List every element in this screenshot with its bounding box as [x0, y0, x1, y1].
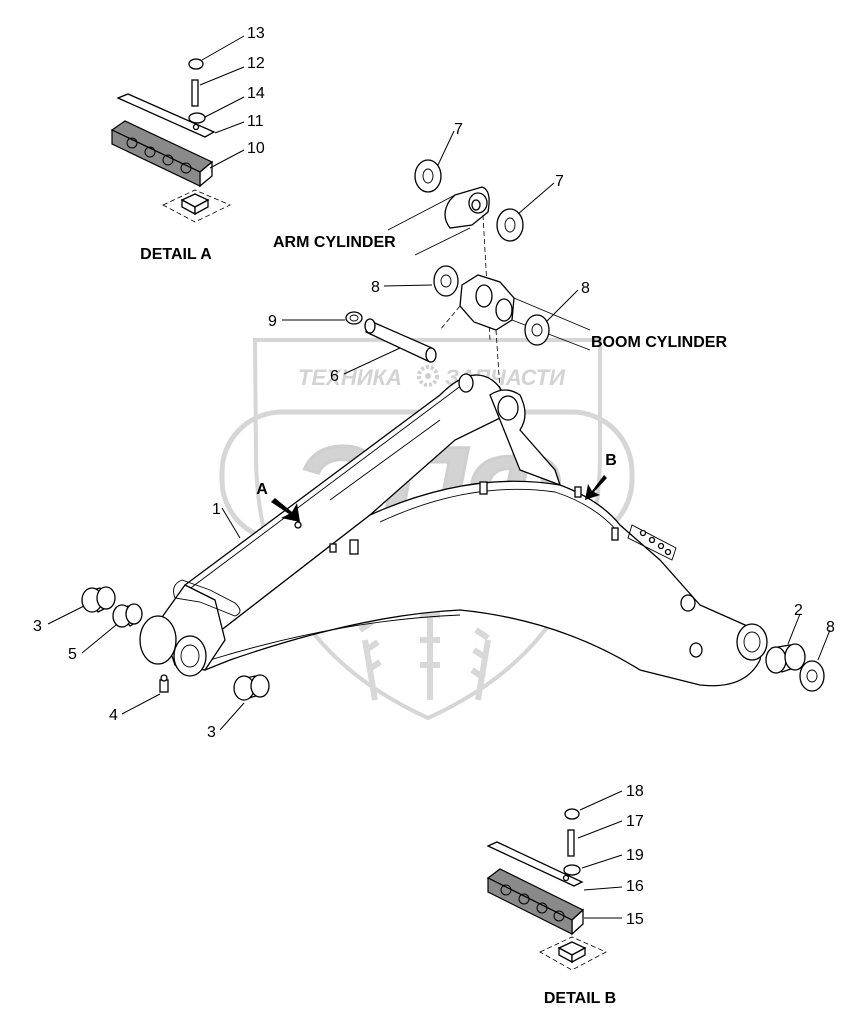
arrow-a: A	[256, 481, 300, 522]
callout-numbers: 13 12 14 11 10 7 7 8 8 9 6 1 2 8 3 5 4 3…	[33, 25, 835, 928]
detail-b-caption: DETAIL B	[544, 990, 616, 1007]
callout-15: 15	[626, 911, 644, 928]
bushings-left	[81, 586, 270, 701]
callout-8-upper: 8	[371, 279, 380, 296]
detail-a-caption: DETAIL A	[140, 246, 212, 263]
callout-13: 13	[247, 25, 265, 42]
arrow-b-label: B	[605, 452, 617, 469]
bushings-right	[765, 643, 825, 692]
callout-8-far-right: 8	[826, 619, 835, 636]
callout-7-lower: 7	[555, 173, 564, 190]
detail-a	[110, 58, 231, 223]
callout-3-bottom: 3	[207, 724, 216, 741]
arm-cylinder-label: ARM CYLINDER	[273, 234, 396, 251]
callout-3-left: 3	[33, 618, 42, 635]
gear-icon	[417, 365, 439, 387]
pin-assembly	[345, 159, 591, 391]
watermark-left-word: ТЕХНИКА	[298, 365, 402, 390]
callout-16: 16	[626, 878, 644, 895]
callout-10: 10	[247, 140, 265, 157]
boom-cylinder-label: BOOM CYLINDER	[591, 334, 727, 351]
callout-19: 19	[626, 847, 644, 864]
callout-4: 4	[109, 707, 118, 724]
callout-9: 9	[268, 313, 277, 330]
wheat-icon	[358, 600, 491, 701]
callout-17: 17	[626, 813, 644, 830]
captions: ARM CYLINDER BOOM CYLINDER DETAIL A DETA…	[140, 234, 727, 1007]
boom-assembly	[139, 373, 768, 687]
callout-11: 11	[247, 113, 264, 130]
callout-5: 5	[68, 646, 77, 663]
callout-18: 18	[626, 783, 644, 800]
callout-7-upper: 7	[454, 121, 463, 138]
detail-b	[486, 808, 607, 971]
arrow-a-label: A	[256, 481, 268, 498]
arrow-b: B	[585, 452, 617, 500]
leader-lines	[47, 35, 831, 919]
callout-14: 14	[247, 85, 265, 102]
callout-1: 1	[212, 501, 221, 518]
callout-12: 12	[247, 55, 265, 72]
callout-8-right: 8	[581, 280, 590, 297]
callout-6: 6	[330, 368, 339, 385]
callout-2: 2	[794, 602, 803, 619]
